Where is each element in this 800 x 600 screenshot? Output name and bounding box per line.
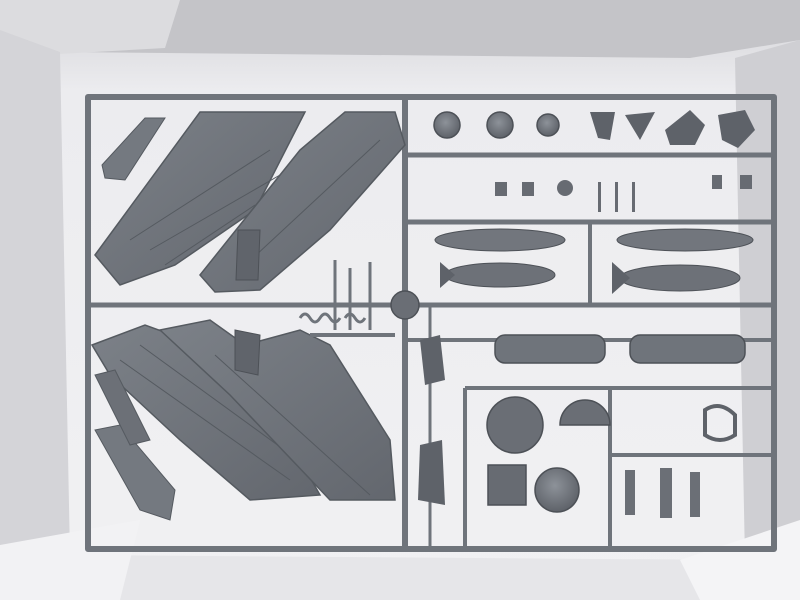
drop-tank-1 <box>434 228 566 252</box>
box-bottom-flap <box>0 520 140 600</box>
wing-upper-right <box>199 111 406 293</box>
wing-lower-right <box>158 319 396 501</box>
disc-large <box>486 396 544 454</box>
cowling-half-2 <box>629 334 746 364</box>
small-part-b <box>625 112 655 140</box>
box-left-wall <box>0 30 70 600</box>
wheel-3 <box>536 113 560 137</box>
flap-bottom-left-2 <box>94 369 151 446</box>
propeller-hub <box>390 290 420 320</box>
landing-gear-struts <box>298 260 395 337</box>
box-bottom-flap-right <box>680 520 800 600</box>
figure-parts <box>625 468 700 518</box>
box-bottom-wall <box>0 555 800 600</box>
seat-part <box>420 335 445 385</box>
engine-mount <box>703 404 737 442</box>
bomb-1 <box>440 262 556 288</box>
disc-half <box>559 399 611 426</box>
bomb-2 <box>612 262 741 294</box>
flap-bottom-left <box>94 424 176 521</box>
wheel-large <box>534 467 580 513</box>
seat-part-2 <box>418 440 445 505</box>
panel-square <box>487 464 527 506</box>
small-part-c <box>665 110 705 145</box>
box-top-edge <box>0 0 800 58</box>
cowling-half-1 <box>494 334 606 364</box>
wheel-2 <box>486 111 514 139</box>
small-parts-row-2 <box>495 175 752 212</box>
wheel-1 <box>433 111 461 139</box>
box-top-flap <box>0 0 180 55</box>
flap-top-left <box>101 117 166 181</box>
drop-tank-2 <box>616 228 754 252</box>
sprue-frame <box>85 94 777 552</box>
small-part-d <box>718 110 755 148</box>
small-part-a <box>590 112 615 140</box>
